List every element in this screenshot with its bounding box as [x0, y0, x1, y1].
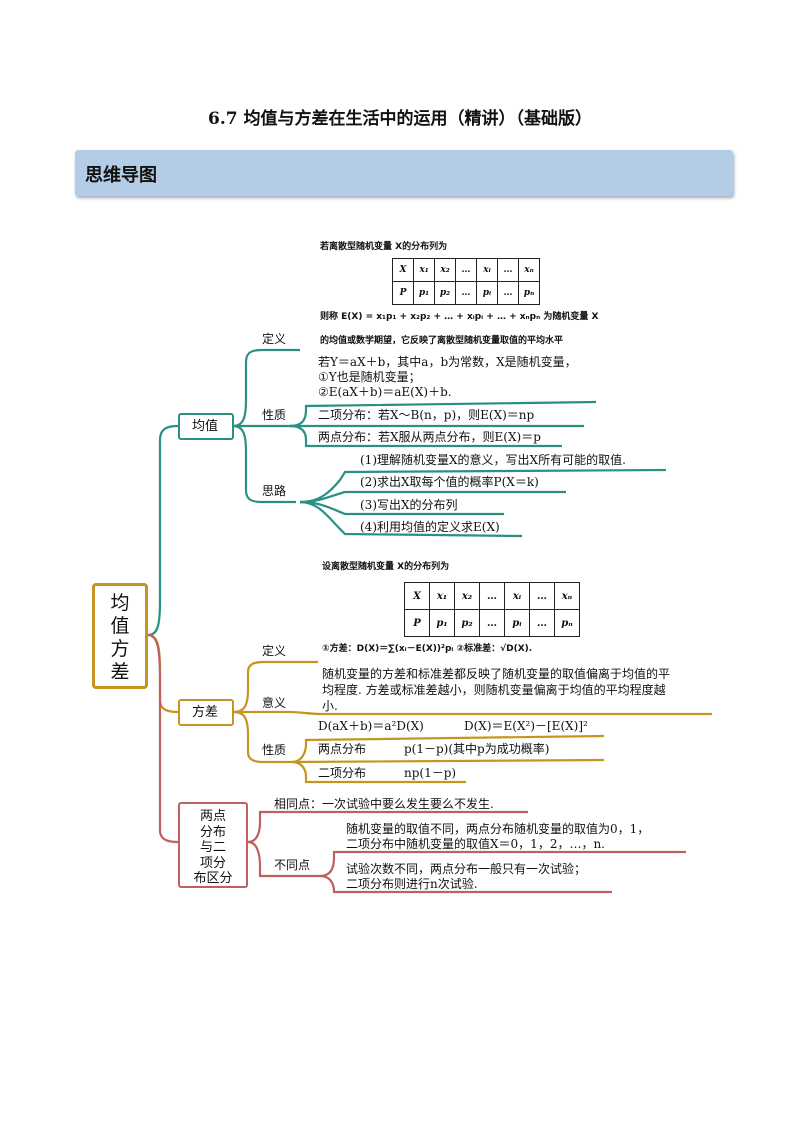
diff-node: 两点 分布 与二 项分 布区分 [178, 802, 248, 888]
mean-def-label: 定义 [262, 332, 287, 346]
mean-idea-label: 思路 [262, 484, 287, 498]
diff-different-2b: 二项分布则进行n次试验. [346, 877, 478, 891]
dist-table-cell: P [404, 609, 430, 637]
diff-different-2a: 试验次数不同，两点分布一般只有一次试验； [346, 862, 587, 876]
dist-table-cell: x₂ [434, 258, 456, 282]
variance-meaning-3: 小. [322, 699, 338, 713]
variance-prop-label: 性质 [262, 743, 287, 757]
mean-prop-label: 性质 [262, 408, 287, 422]
variance-two-value: p(1－p)(其中p为成功概率) [404, 742, 550, 756]
section-banner: 思维导图 [75, 150, 733, 196]
dist-table-cell: xₙ [518, 258, 540, 282]
root-char: 均 [110, 592, 130, 614]
variance-def-label: 定义 [262, 644, 287, 658]
variance-meaning-label: 意义 [262, 696, 287, 710]
dist-table-cell: … [479, 609, 505, 637]
mean-prop-linear-3: ②E(aX＋b)＝aE(X)＋b. [318, 385, 452, 399]
mean-step-1: (1)理解随机变量X的意义，写出X所有可能的取值. [360, 453, 626, 467]
dist-table-cell: … [529, 582, 555, 610]
variance-two-label: 两点分布 [318, 742, 367, 756]
mean-def-note: 的均值或数学期望，它反映了离散型随机变量取值的平均水平 [320, 336, 564, 346]
diff-different-1a: 随机变量的取值不同，两点分布随机变量的取值为0，1， [346, 822, 650, 836]
root-node: 均 值 方 差 [92, 583, 148, 689]
dist-table-cell: X [392, 258, 414, 282]
page-title: 6.7 均值与方差在生活中的运用（精讲）（基础版） [208, 109, 592, 129]
mean-step-2: (2)求出X取每个值的概率P(X＝k) [360, 475, 539, 489]
dist-table-cell: p₁ [413, 281, 435, 305]
dist-table-cell: P [392, 281, 414, 305]
mean-prop-two: 两点分布：若X服从两点分布，则E(X)＝p [318, 430, 541, 444]
variance-meaning-1: 随机变量的方差和标准差都反映了随机变量的取值偏离于均值的平 [322, 667, 671, 681]
variance-meaning-2: 均程度. 方差或标准差越小，则随机变量偏离于均值的平均程度越 [322, 683, 666, 697]
dist-table-cell: p₂ [454, 609, 480, 637]
dist-table-cell: x₂ [454, 582, 480, 610]
dist-table-cell: xᵢ [504, 582, 530, 610]
banner-label: 思维导图 [85, 165, 157, 186]
variance-prop-formula-1: D(aX＋b)＝a²D(X) [318, 719, 424, 733]
dist-table-cell: … [455, 281, 477, 305]
variance-dist-intro: 设离散型随机变量 X的分布列为 [322, 562, 450, 572]
root-char: 差 [110, 661, 130, 683]
dist-table-cell: pₙ [518, 281, 540, 305]
variance-binom-label: 二项分布 [318, 766, 367, 780]
dist-table-cell: x₁ [413, 258, 435, 282]
diff-different-label: 不同点 [274, 858, 311, 872]
dist-table-cell: pᵢ [504, 609, 530, 637]
dist-table-cell: pₙ [554, 609, 580, 637]
dist-table-cell: p₂ [434, 281, 456, 305]
mean-def-formula: 则称 E(X) = x₁p₁ + x₂p₂ + … + xᵢpᵢ + … + x… [320, 312, 599, 322]
dist-table-cell: x₁ [429, 582, 455, 610]
mean-step-3: (3)写出X的分布列 [360, 498, 458, 512]
diff-same: 相同点：一次试验中要么发生要么不发生. [274, 797, 494, 811]
dist-table-cell: xᵢ [476, 258, 498, 282]
variance-def-formula: ①方差：D(X)＝∑(xᵢ－E(X))²pᵢ ②标准差：√D(X). [322, 644, 533, 654]
dist-table-cell: … [497, 281, 519, 305]
variance-binom-value: np(1－p) [404, 766, 457, 780]
dist-table-cell: pᵢ [476, 281, 498, 305]
mean-step-4: (4)利用均值的定义求E(X) [360, 520, 500, 534]
dist-table-cell: xₙ [554, 582, 580, 610]
mean-prop-linear-1: 若Y＝aX＋b，其中a，b为常数，X是随机变量， [318, 355, 577, 369]
variance-node: 方差 [178, 699, 234, 726]
mean-node: 均值 [178, 413, 234, 440]
root-char: 值 [110, 615, 130, 637]
dist-table-cell: … [497, 258, 519, 282]
dist-table-cell: … [455, 258, 477, 282]
diff-different-1b: 二项分布中随机变量的取值X＝0，1，2，…，n. [346, 837, 605, 851]
variance-prop-formula-2: D(X)＝E(X²)－[E(X)]² [464, 719, 588, 733]
mean-prop-binom: 二项分布：若X～B(n，p)，则E(X)＝np [318, 408, 535, 422]
dist-table-cell: … [479, 582, 505, 610]
mean-prop-linear-2: ①Y也是随机变量； [318, 370, 421, 384]
root-char: 方 [110, 638, 130, 660]
dist-table-cell: X [404, 582, 430, 610]
mean-dist-intro: 若离散型随机变量 X的分布列为 [320, 242, 448, 252]
dist-table-cell: p₁ [429, 609, 455, 637]
dist-table-cell: … [529, 609, 555, 637]
